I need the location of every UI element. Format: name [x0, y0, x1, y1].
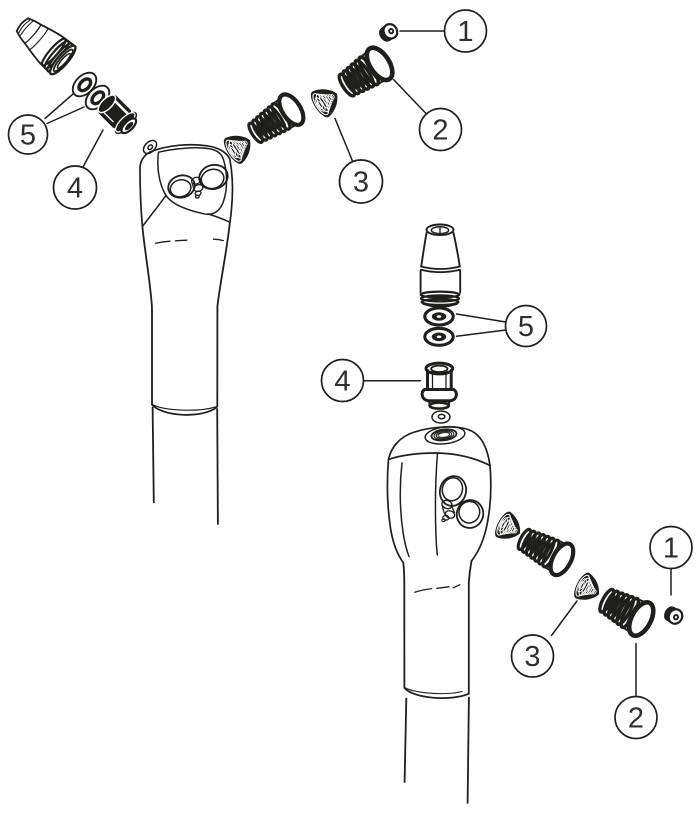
callout-5-label: 5 [518, 311, 534, 343]
torch-tube [402, 560, 473, 804]
callout-4: 4 [52, 165, 98, 210]
callout-3-label: 3 [353, 167, 369, 199]
leader-line-3 [550, 600, 578, 637]
callout-3: 3 [338, 159, 384, 204]
o-ring [423, 326, 455, 347]
cap-nut [660, 603, 687, 628]
threaded-cartridge [243, 90, 308, 149]
spring-cone [307, 81, 345, 120]
torch-head [386, 425, 492, 564]
callout-5: 5 [504, 304, 548, 348]
callout-1: 1 [649, 525, 693, 570]
leader-line-5b [46, 106, 85, 125]
leader-line-3 [334, 117, 354, 162]
callout-5-label: 5 [20, 120, 36, 152]
head-valve-detail [441, 499, 456, 523]
retaining-nut [97, 94, 138, 135]
threaded-cartridge [595, 583, 659, 640]
callout-1-label: 1 [457, 16, 473, 48]
callout-2: 2 [614, 695, 658, 740]
leader-line-4 [82, 129, 104, 168]
head-valve-detail [190, 176, 204, 199]
assembly-bottom-right: 1 2 3 4 5 [320, 223, 693, 804]
callout-1: 1 [443, 9, 488, 53]
torch-head [139, 143, 234, 228]
callout-3-label: 3 [524, 641, 540, 673]
head-port-left [167, 174, 196, 199]
leader-line-5b [455, 329, 507, 338]
callout-2-label: 2 [628, 703, 644, 735]
callout-1-label: 1 [663, 533, 679, 565]
torch-tube [141, 221, 231, 525]
assembly-top-left: 1 2 3 4 5 [7, 9, 488, 525]
small-o-ring [142, 139, 158, 155]
callout-4-label: 4 [67, 173, 83, 205]
o-ring [423, 306, 455, 327]
callout-5: 5 [7, 114, 49, 155]
leader-line-2 [392, 78, 428, 115]
callout-2-label: 2 [432, 115, 448, 147]
cap-nut [375, 20, 402, 46]
threaded-cartridge [334, 43, 398, 102]
head-threaded-port [424, 425, 466, 445]
callout-4: 4 [320, 358, 365, 403]
callout-4-label: 4 [334, 366, 350, 398]
nozzle-cup [419, 223, 462, 308]
nozzle-cup [15, 17, 77, 76]
retaining-nut [420, 361, 458, 410]
small-o-ring [431, 410, 451, 424]
threaded-cartridge [513, 522, 578, 578]
callout-2: 2 [418, 107, 463, 152]
leader-line-5a [44, 93, 74, 120]
callout-3: 3 [510, 634, 555, 678]
head-port-lower [455, 499, 485, 529]
leader-line-5a [455, 313, 507, 323]
